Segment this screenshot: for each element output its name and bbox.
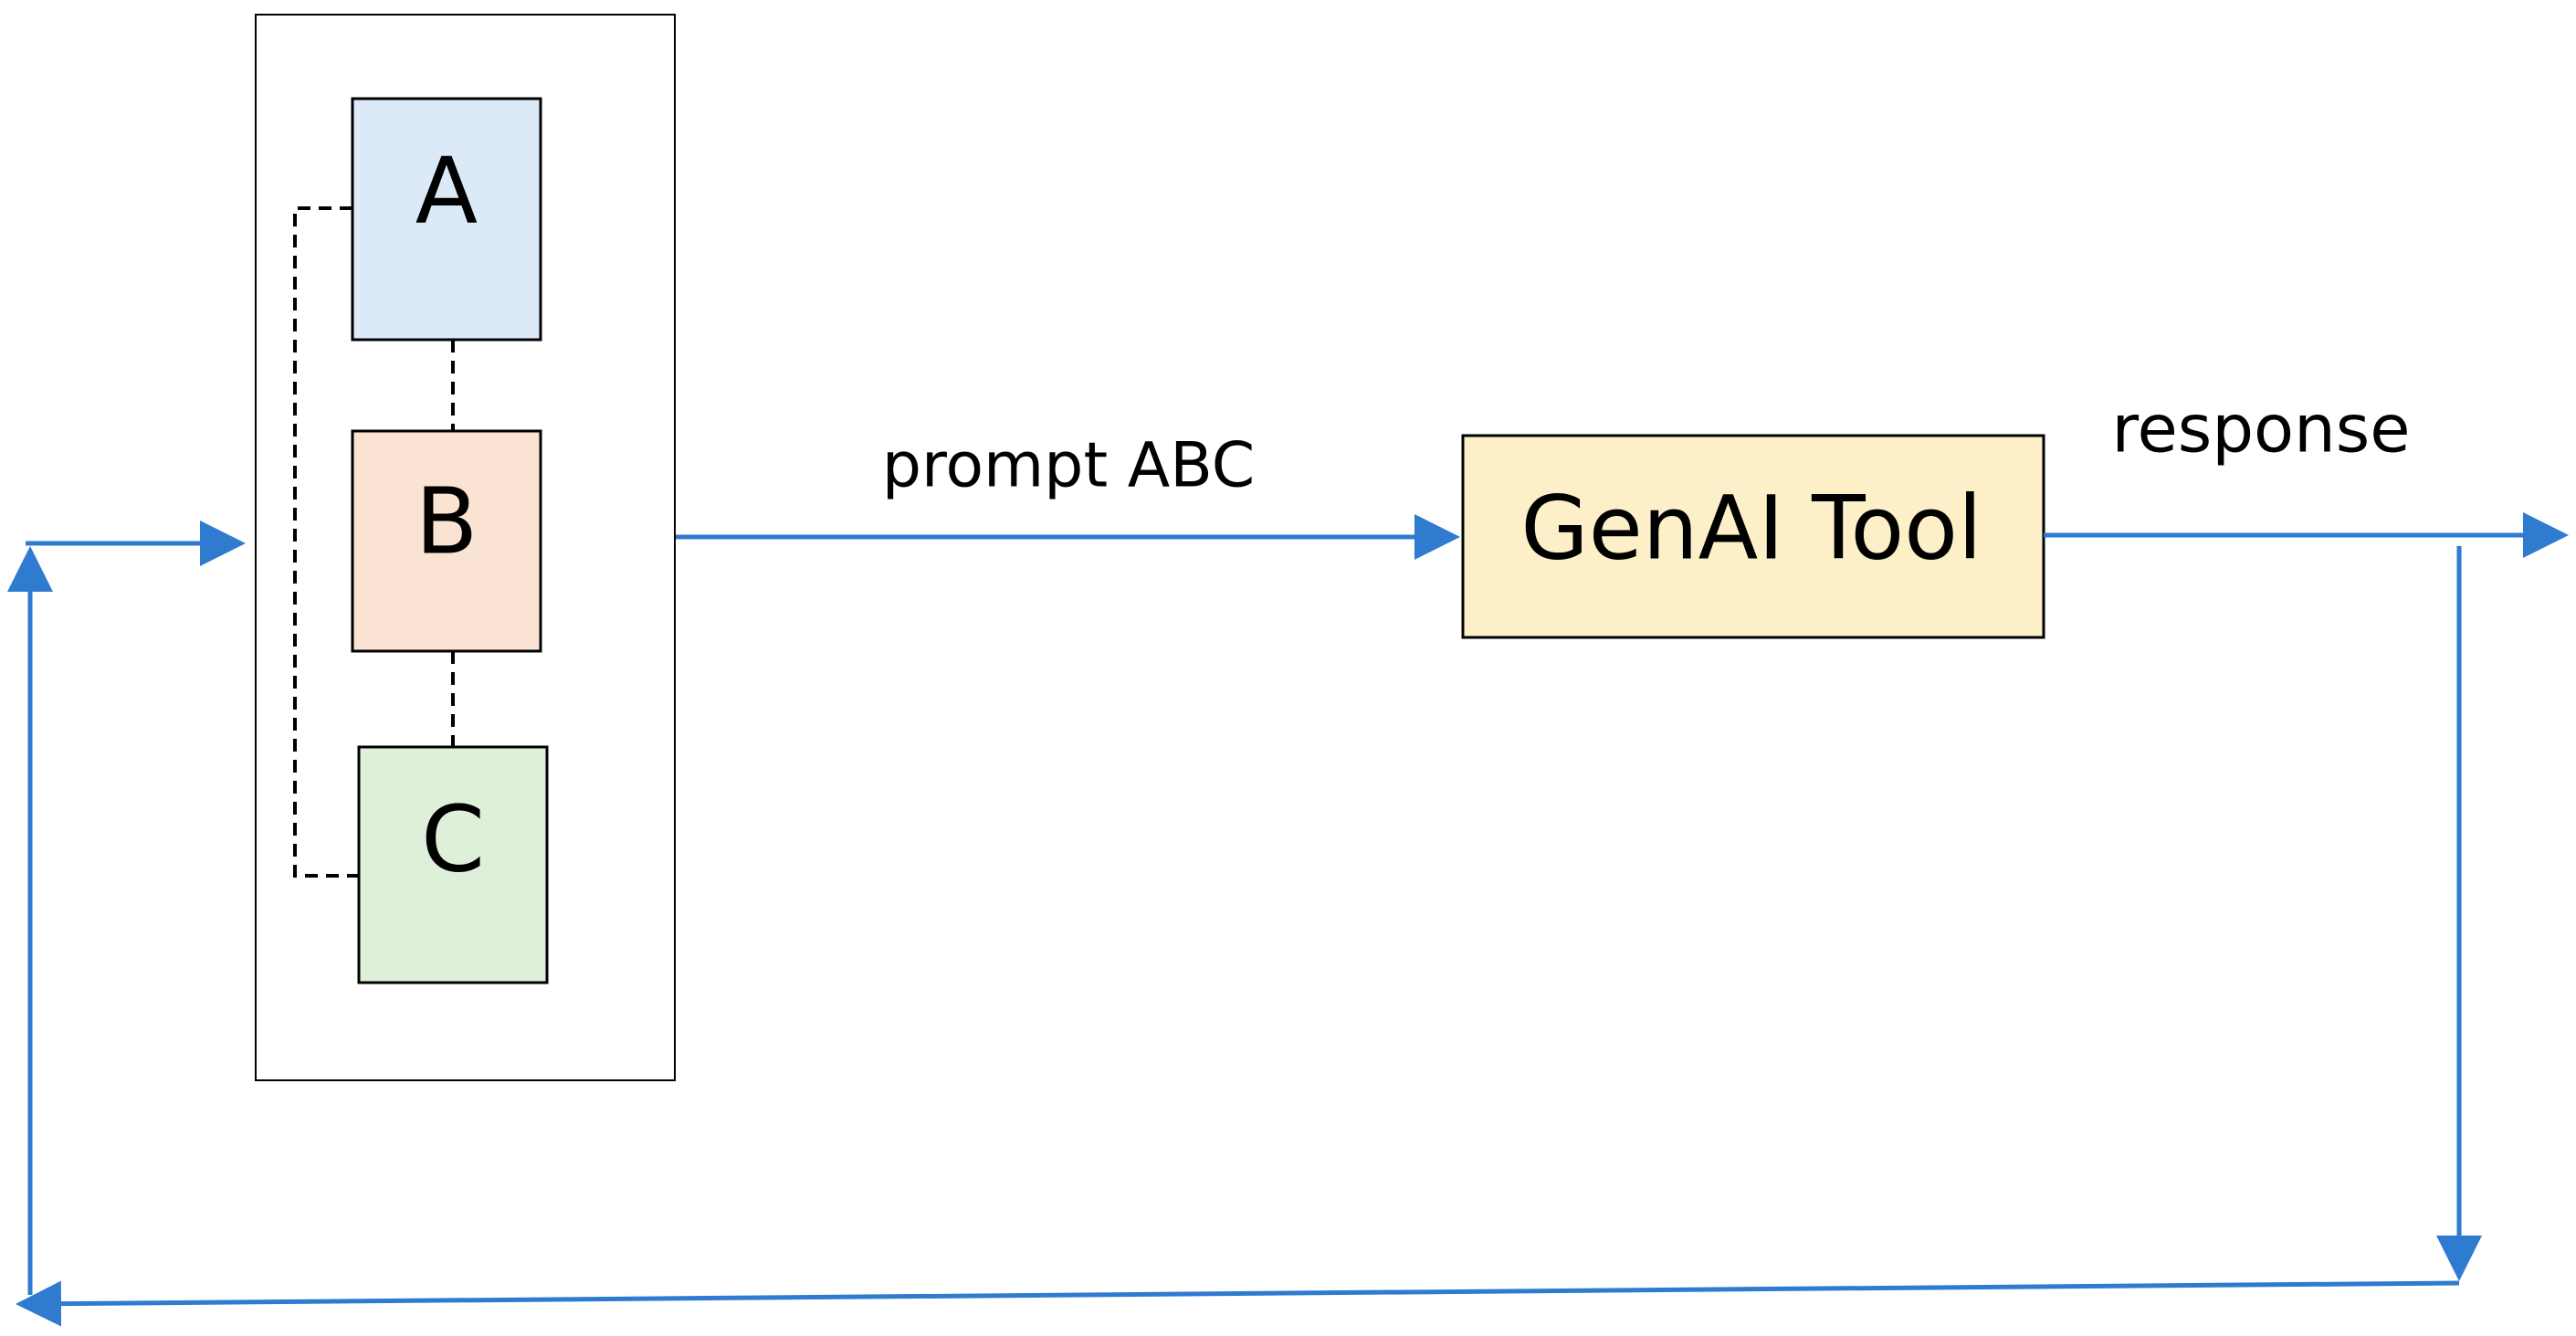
response-label: response (2111, 391, 2410, 468)
connector-a-c-loop (293, 206, 359, 878)
prompt-components-container (255, 14, 676, 1081)
node-a-box (351, 97, 542, 342)
node-c-label: C (421, 785, 485, 892)
prompt-label: prompt ABC (882, 430, 1255, 502)
node-genai-tool: GenAI Tool (1461, 434, 2045, 639)
node-a-label: A (415, 137, 478, 244)
genai-tool-box (1461, 434, 2045, 639)
node-b: B (351, 429, 542, 653)
genai-tool-label: GenAI Tool (1520, 477, 1982, 579)
feedback-left-arrow (16, 1280, 2460, 1327)
component-connectors (293, 206, 455, 878)
node-a: A (351, 97, 542, 342)
node-c-box (357, 745, 549, 984)
node-b-label: B (415, 468, 478, 574)
node-c: C (357, 745, 549, 984)
node-b-box (351, 429, 542, 653)
flow-arrows (6, 512, 2569, 1327)
